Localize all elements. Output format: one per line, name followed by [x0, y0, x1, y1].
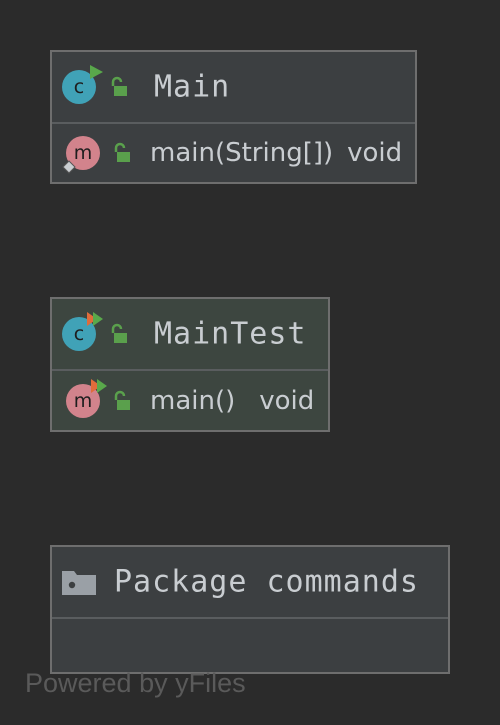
package-node-header: Package commands: [52, 547, 448, 619]
method-icon: m: [62, 136, 100, 174]
public-lock-icon: [114, 390, 130, 410]
test-run-icon: [87, 312, 103, 326]
method-return-type: void: [259, 385, 315, 416]
package-node-commands[interactable]: Package commands: [50, 545, 450, 674]
method-icon: m: [66, 378, 107, 418]
yfiles-watermark: Powered by yFiles: [25, 668, 246, 698]
public-lock-icon: [111, 323, 127, 343]
test-run-icon: [91, 378, 107, 393]
package-body: [52, 619, 448, 672]
method-row[interactable]: m main() void: [52, 371, 328, 430]
class-node-header: c Main: [52, 52, 415, 124]
method-name: main(): [150, 385, 236, 416]
class-title: MainTest: [154, 316, 307, 352]
class-icon: c: [62, 65, 103, 104]
folder-icon: [62, 571, 96, 595]
class-node-maintest[interactable]: c MainTest m main() void: [50, 297, 330, 432]
class-icon: c: [62, 312, 103, 351]
method-return-type: void: [347, 138, 403, 168]
run-arrow-icon: [90, 65, 103, 79]
public-lock-icon: [111, 76, 127, 96]
method-signature: main() void: [150, 386, 314, 416]
public-lock-icon: [114, 142, 130, 162]
method-name: main(String[]): [150, 138, 334, 168]
class-node-main[interactable]: c Main m main(String[]) void: [50, 50, 417, 184]
class-node-header: c MainTest: [52, 299, 328, 371]
abstract-marker-icon: [62, 160, 76, 174]
package-title: Package commands: [114, 564, 419, 600]
method-row[interactable]: m main(String[]) void: [52, 124, 415, 182]
method-signature: main(String[]) void: [150, 138, 402, 168]
class-title: Main: [154, 69, 231, 105]
